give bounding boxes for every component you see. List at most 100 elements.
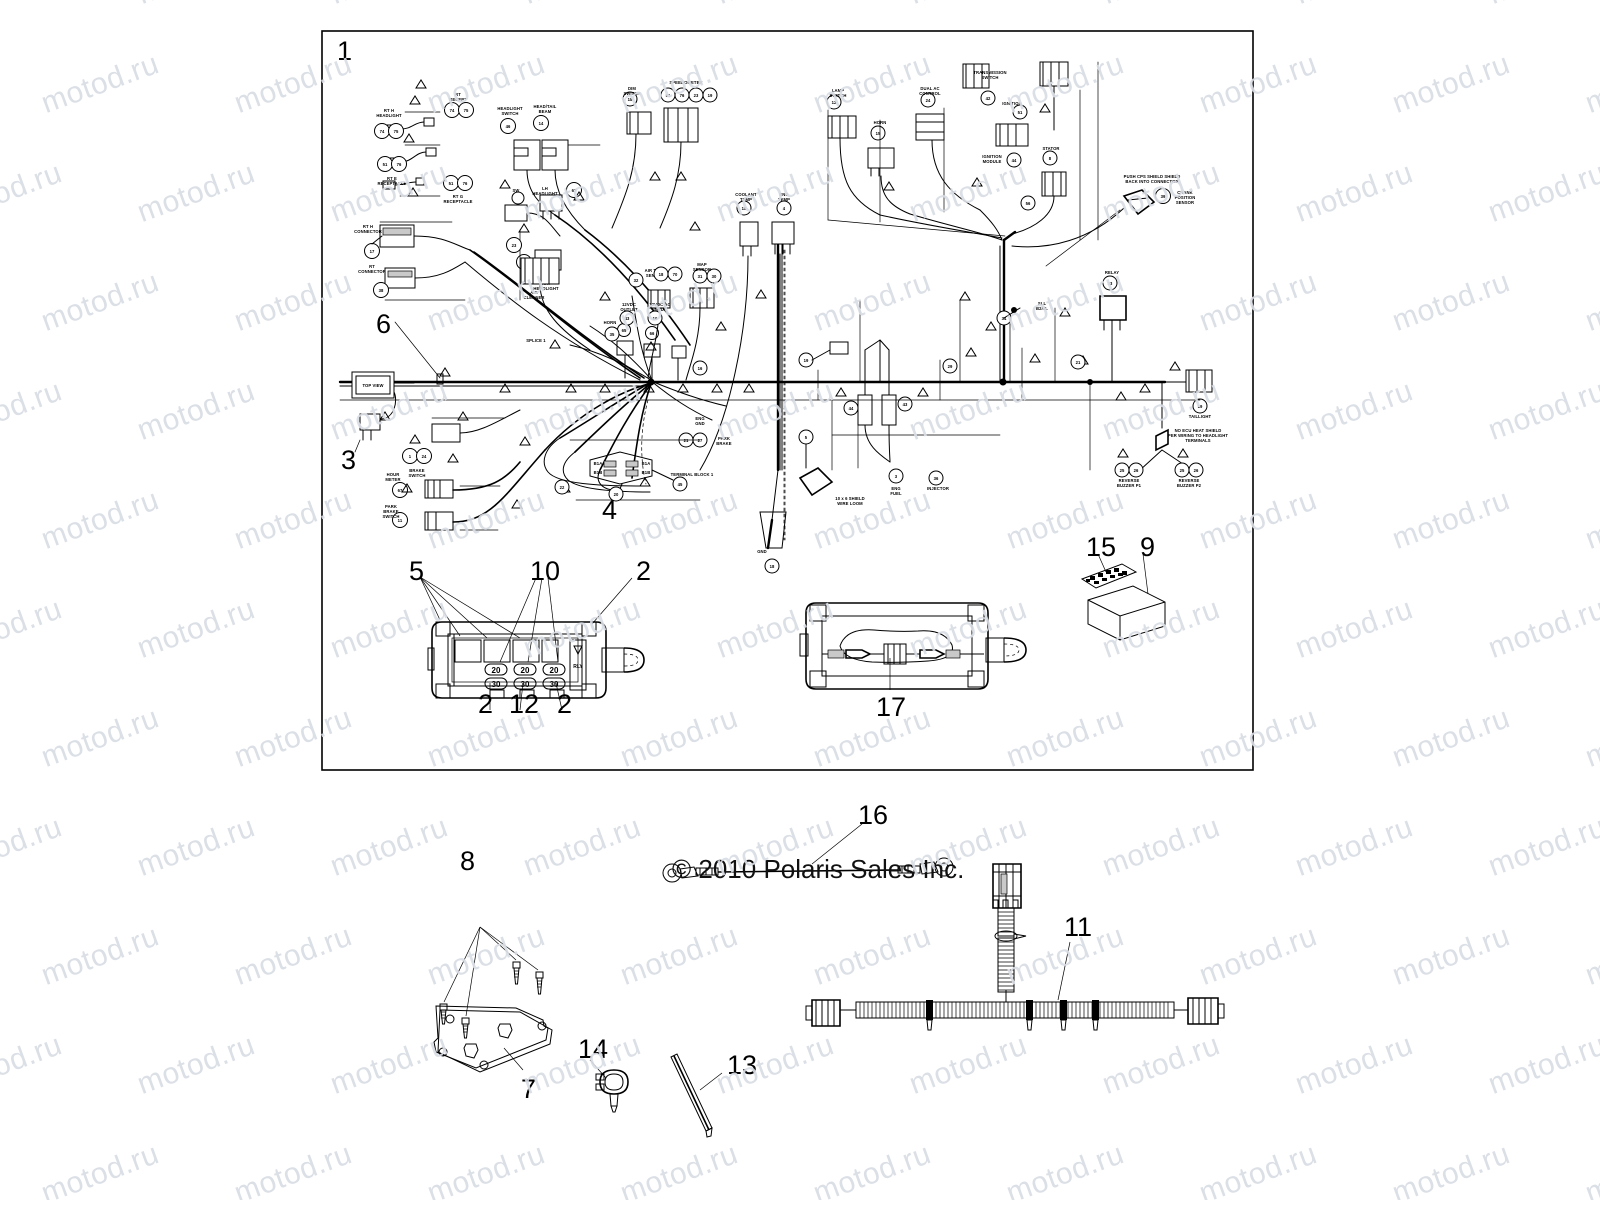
svg-text:RECEPTACLE: RECEPTACLE — [377, 181, 406, 186]
svg-text:66: 66 — [650, 331, 655, 336]
harness-vertical-trunk — [1000, 232, 1015, 382]
svg-text:GND: GND — [695, 421, 705, 426]
screw-1 — [440, 1004, 447, 1024]
svg-text:SWITCH: SWITCH — [829, 93, 846, 98]
svg-text:SWITCH: SWITCH — [623, 91, 640, 96]
svg-text:RELAY: RELAY — [1105, 270, 1119, 275]
svg-text:18: 18 — [628, 97, 633, 102]
svg-text:WIRE LOOM: WIRE LOOM — [837, 501, 863, 506]
callout-2-top: 2 — [636, 558, 651, 585]
callout-6: 6 — [376, 311, 391, 338]
svg-text:44: 44 — [1012, 158, 1017, 163]
svg-text:BACK INTO CONNECTOR: BACK INTO CONNECTOR — [1125, 179, 1178, 184]
svg-text:HORN: HORN — [604, 320, 617, 325]
relay-holder-detail — [800, 603, 1026, 690]
svg-text:TAILLIGHT: TAILLIGHT — [1189, 414, 1212, 419]
svg-text:26: 26 — [1134, 468, 1139, 473]
svg-text:38: 38 — [379, 288, 384, 293]
svg-text:METER: METER — [385, 477, 400, 482]
svg-text:FUEL: FUEL — [890, 491, 902, 496]
svg-text:29: 29 — [948, 364, 953, 369]
svg-text:BRAKE: BRAKE — [716, 441, 731, 446]
svg-text:OUTLET: OUTLET — [620, 307, 638, 312]
svg-text:18: 18 — [742, 206, 747, 211]
svg-text:30: 30 — [550, 680, 559, 689]
cable-tie-13 — [671, 1054, 722, 1137]
svg-text:RLY: RLY — [573, 664, 583, 670]
svg-text:76: 76 — [397, 162, 402, 167]
cable-clamp-14 — [590, 1060, 628, 1112]
callout-17: 17 — [876, 694, 906, 721]
svg-text:51: 51 — [666, 93, 671, 98]
svg-text:51: 51 — [383, 162, 388, 167]
callout-10: 10 — [530, 558, 560, 585]
svg-text:76: 76 — [680, 93, 685, 98]
harness-trunk — [340, 379, 1200, 387]
svg-text:SENSOR: SENSOR — [693, 267, 711, 272]
svg-text:TOP VIEW: TOP VIEW — [362, 383, 383, 388]
svg-text:43: 43 — [903, 402, 908, 407]
svg-text:32: 32 — [634, 278, 639, 283]
svg-text:31: 31 — [698, 274, 703, 279]
svg-text:CONTROL: CONTROL — [919, 91, 941, 96]
svg-text:18: 18 — [659, 272, 664, 277]
svg-text:RECEPTACLE: RECEPTACLE — [443, 199, 472, 204]
svg-text:BUZZER P2: BUZZER P2 — [1177, 483, 1202, 488]
svg-text:STATOR: STATOR — [1042, 146, 1059, 151]
svg-text:75: 75 — [394, 129, 399, 134]
svg-text:45: 45 — [678, 482, 683, 487]
callout-3: 3 — [341, 447, 356, 474]
svg-text:42: 42 — [986, 96, 991, 101]
svg-text:18: 18 — [770, 564, 775, 569]
svg-text:44: 44 — [849, 406, 854, 411]
callout-12: 12 — [509, 691, 539, 718]
svg-text:19: 19 — [1198, 404, 1203, 409]
svg-text:SPLICE 1: SPLICE 1 — [526, 338, 546, 343]
svg-text:16: 16 — [653, 316, 658, 321]
svg-text:67: 67 — [572, 188, 577, 193]
svg-text:75: 75 — [464, 108, 469, 113]
svg-text:39: 39 — [1161, 194, 1166, 199]
svg-text:TEMP: TEMP — [740, 197, 752, 202]
svg-text:17: 17 — [370, 249, 375, 254]
svg-text:MODULE: MODULE — [983, 159, 1002, 164]
svg-text:IGNITION: IGNITION — [1002, 101, 1021, 106]
sub-harness-11 — [806, 864, 1224, 1030]
callout-14: 14 — [578, 1036, 608, 1063]
conduit-main — [856, 1000, 1174, 1030]
svg-text:24: 24 — [926, 98, 931, 103]
svg-text:SW: SW — [513, 188, 520, 193]
callout-2-bottom-left: 2 — [478, 691, 493, 718]
svg-text:56: 56 — [1026, 201, 1031, 206]
svg-text:51: 51 — [1018, 110, 1023, 115]
svg-text:76: 76 — [463, 181, 468, 186]
svg-text:30: 30 — [492, 680, 501, 689]
svg-text:19: 19 — [804, 358, 809, 363]
svg-text:51: 51 — [449, 181, 454, 186]
svg-text:23: 23 — [694, 93, 699, 98]
svg-text:46: 46 — [506, 124, 511, 129]
callout-5: 5 — [409, 558, 424, 585]
callout-11: 11 — [1064, 914, 1092, 941]
svg-text:SWITCH: SWITCH — [501, 111, 518, 116]
svg-text:24: 24 — [422, 454, 427, 459]
callout-9: 9 — [1140, 534, 1155, 561]
svg-text:HEADLIGHT: HEADLIGHT — [376, 113, 402, 118]
fuse-row-bottom: 30 30 30 — [485, 678, 565, 689]
svg-text:20: 20 — [521, 666, 530, 675]
decal-and-module — [1082, 554, 1165, 640]
svg-text:SENSOR: SENSOR — [1176, 200, 1194, 205]
svg-text:25: 25 — [1120, 468, 1125, 473]
svg-text:B1B: B1B — [642, 470, 651, 475]
svg-text:74: 74 — [450, 108, 455, 113]
callout-2-bottom-right: 2 — [557, 691, 572, 718]
svg-text:14: 14 — [539, 121, 544, 126]
svg-text:65: 65 — [622, 328, 627, 333]
copyright-notice: © 2010 Polaris Sales Inc. — [672, 854, 964, 885]
svg-text:20: 20 — [550, 666, 559, 675]
callout-8: 8 — [460, 848, 475, 875]
